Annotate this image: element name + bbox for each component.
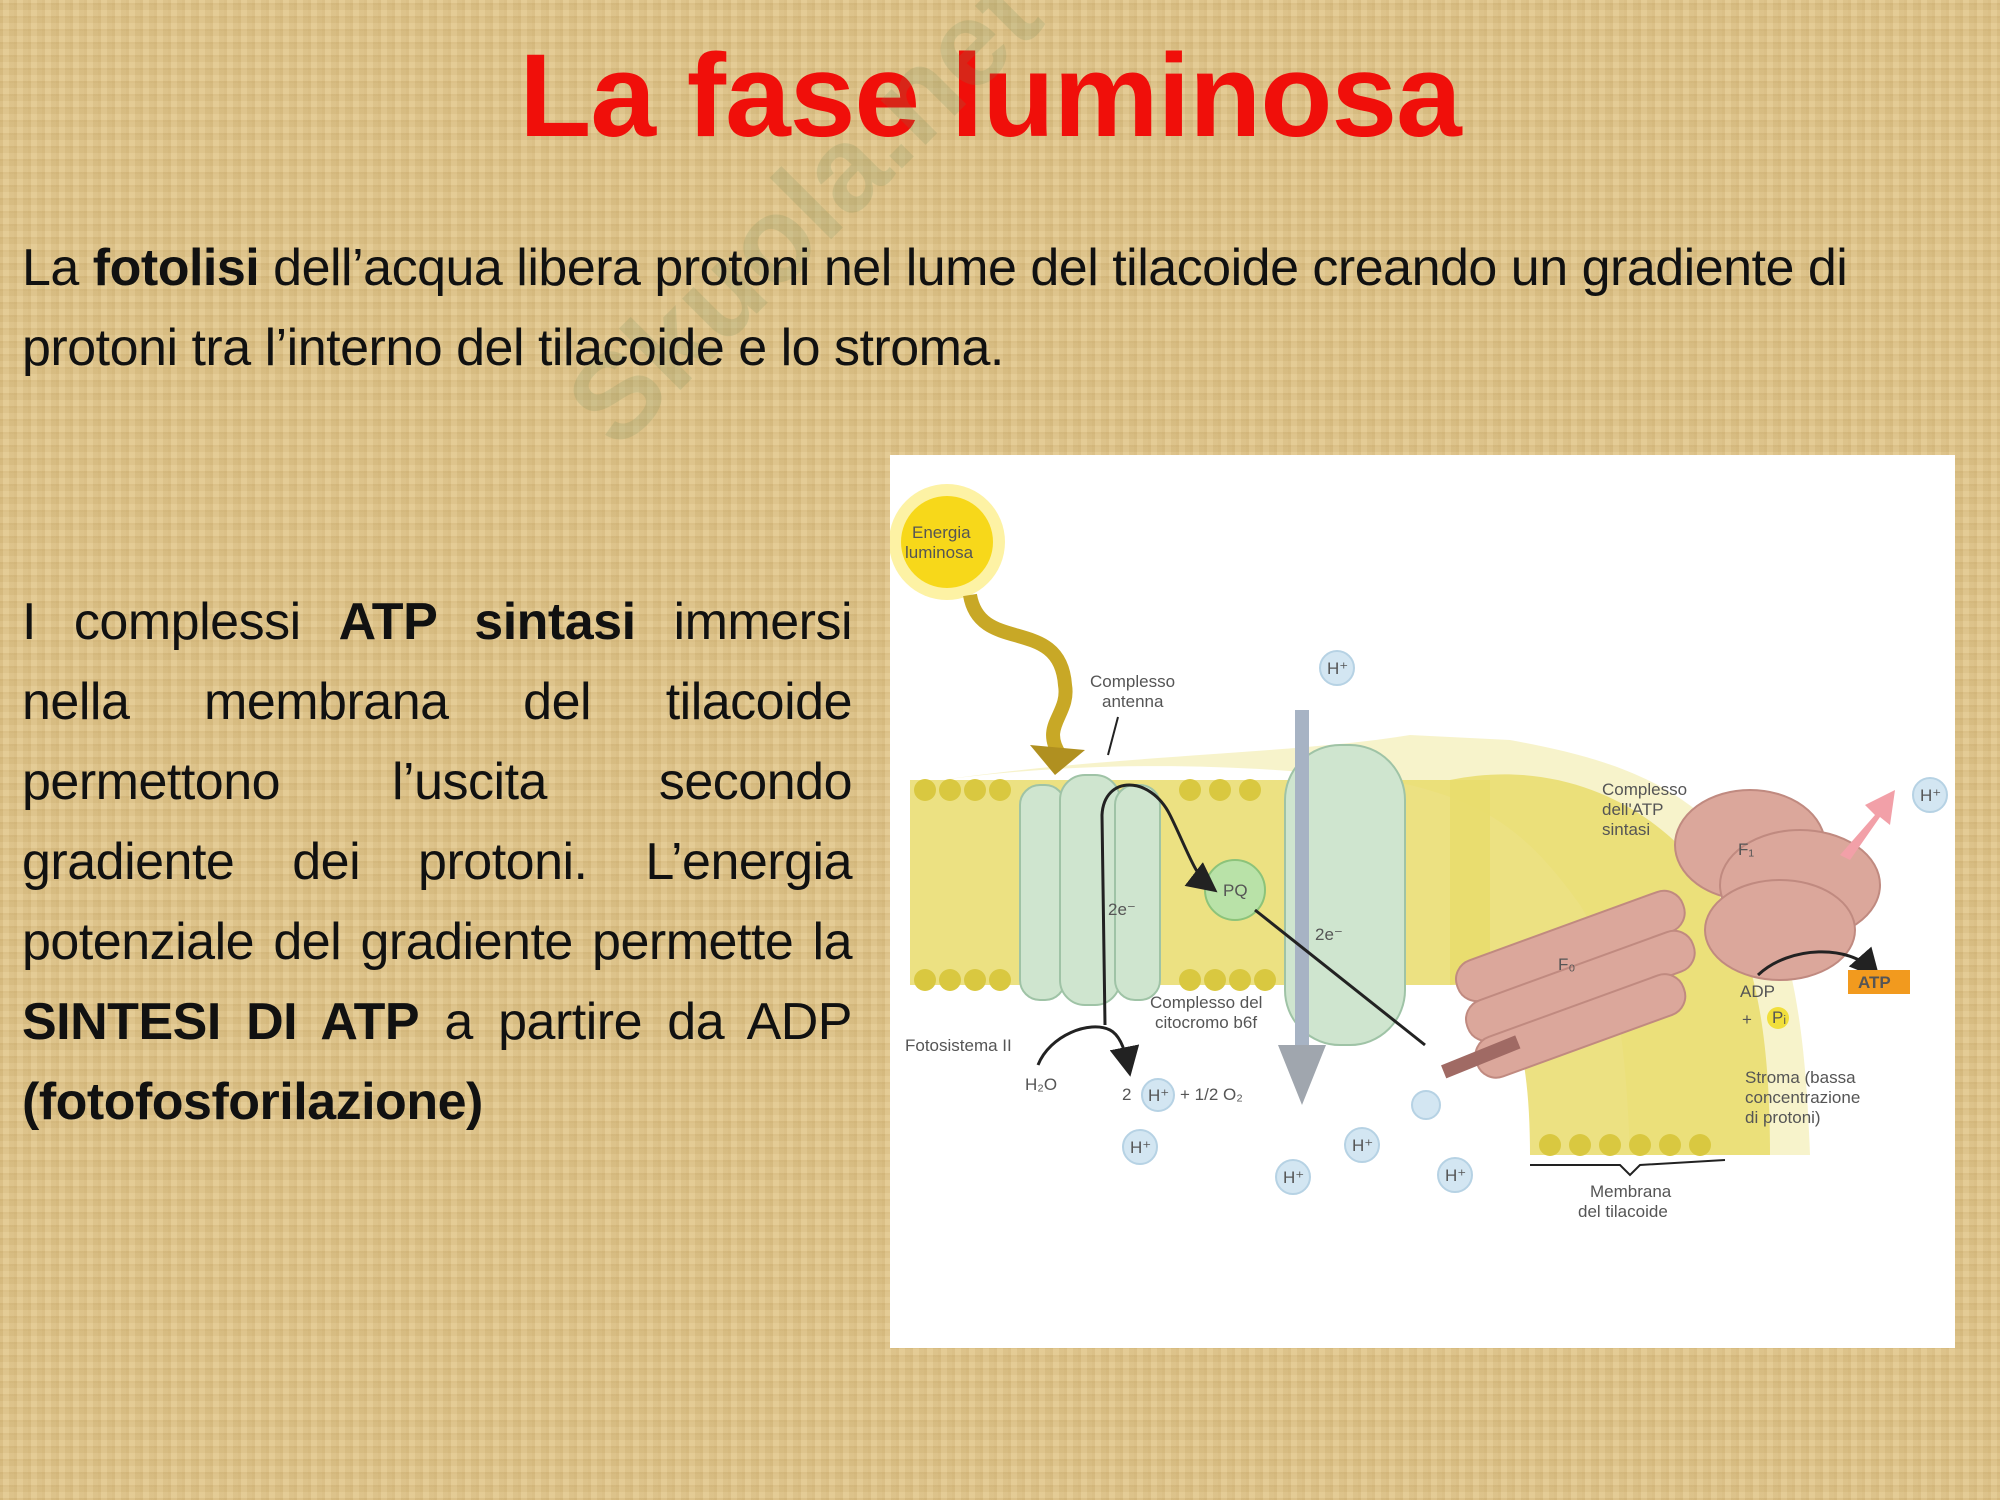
antenna-label-2: antenna <box>1102 692 1164 711</box>
thylakoid-diagram: PQ 2e⁻ 2e⁻ F₁ F₀ ADP + Pᵢ ATP Energia lu… <box>890 455 1955 1348</box>
cytochrome-label: Complesso del <box>1150 993 1262 1012</box>
proton-labels: H⁺ H⁺ H⁺ H⁺ H⁺ H⁺ H⁺ <box>1130 659 1941 1187</box>
bold-term: ATP sintasi <box>338 593 636 651</box>
cytochrome-b6f <box>1284 744 1406 1046</box>
atp-synthase <box>1455 789 1881 1079</box>
atp-synthase-label-2: dell'ATP <box>1602 800 1664 819</box>
h-label: H⁺ <box>1283 1168 1304 1187</box>
proton-arrow-head <box>1278 1045 1326 1105</box>
electron-label: 2e⁻ <box>1108 900 1136 919</box>
slide-title: La fase luminosa <box>519 30 1461 162</box>
photosystem-ii <box>1019 774 1161 1006</box>
bold-term: fotolisi <box>92 239 260 297</box>
text: dell’acqua libera protoni nel lume del t… <box>22 239 1848 377</box>
bold-term: SINTESI DI ATP <box>22 993 420 1051</box>
text: immersi nella membrana del tilacoide per… <box>22 593 853 971</box>
electron-label: 2e⁻ <box>1315 925 1343 944</box>
antenna-pointer <box>1107 716 1119 756</box>
h-label: H⁺ <box>1327 659 1348 678</box>
atp-box <box>1848 970 1910 994</box>
energy-label-2: luminosa <box>905 543 974 562</box>
energy-label: Energia <box>912 523 971 542</box>
atp-synthase-label: Complesso <box>1602 780 1687 799</box>
atp-formation-arrow <box>1756 946 1880 979</box>
atp-synthase-paragraph: I complessi ATP sintasi immersi nella me… <box>22 582 853 1142</box>
f0-label: F₀ <box>1558 955 1575 974</box>
membrane-brace <box>1530 1159 1726 1177</box>
synthase-stalk <box>1441 1035 1521 1079</box>
light-arrow <box>963 593 1073 759</box>
membrane-label-2: del tilacoide <box>1578 1202 1668 1221</box>
pq-label: PQ <box>1223 881 1248 900</box>
intro-paragraph: La fotolisi dell’acqua libera protoni ne… <box>22 228 1922 388</box>
light-arrow-head <box>1030 745 1085 775</box>
lipid-heads <box>914 779 1711 1156</box>
proton-flow-arrow <box>1295 710 1309 1050</box>
adp-label: ADP <box>1740 982 1775 1001</box>
proton-ions <box>1122 650 1948 1195</box>
bold-term: (fotofosforilazione) <box>22 1073 483 1131</box>
pi-label: Pᵢ <box>1772 1008 1786 1027</box>
membrane-label: Membrana <box>1590 1182 1672 1201</box>
atp-label: ATP <box>1858 973 1891 992</box>
photosystem-label: Fotosistema II <box>905 1036 1012 1055</box>
text: La <box>22 239 93 297</box>
stroma-label: Stroma (bassa <box>1745 1068 1856 1087</box>
text: I complessi <box>22 593 339 651</box>
plus-sign: + <box>1742 1010 1752 1029</box>
stroma-label-2: concentrazione <box>1745 1088 1860 1107</box>
h-label: H⁺ <box>1920 786 1941 805</box>
electron-path-2 <box>1254 908 1426 1047</box>
phosphate-icon <box>1767 1007 1789 1029</box>
stroma-label-3: di protoni) <box>1745 1108 1821 1127</box>
f1-label: F₁ <box>1738 840 1754 859</box>
sun-icon <box>890 484 1005 600</box>
h-label: H⁺ <box>1130 1138 1151 1157</box>
h2o-label: H₂O <box>1025 1075 1057 1094</box>
proton-exit-arrow <box>1840 790 1895 860</box>
atp-synthase-label-3: sintasi <box>1602 820 1650 839</box>
h-label: H⁺ <box>1352 1136 1373 1155</box>
h-label: H⁺ <box>1148 1086 1169 1105</box>
diagram-svg: PQ 2e⁻ 2e⁻ F₁ F₀ ADP + Pᵢ ATP Energia lu… <box>890 484 1948 1221</box>
cytochrome-label-2: citocromo b6f <box>1155 1013 1257 1032</box>
two-label: 2 <box>1122 1085 1131 1104</box>
antenna-label: Complesso <box>1090 672 1175 691</box>
o2-label: + 1/2 O₂ <box>1180 1085 1243 1104</box>
text: a partire da ADP <box>419 993 852 1051</box>
water-split-arrow <box>1036 1025 1140 1077</box>
h-label: H⁺ <box>1445 1166 1466 1185</box>
electron-path <box>1100 783 1218 1026</box>
